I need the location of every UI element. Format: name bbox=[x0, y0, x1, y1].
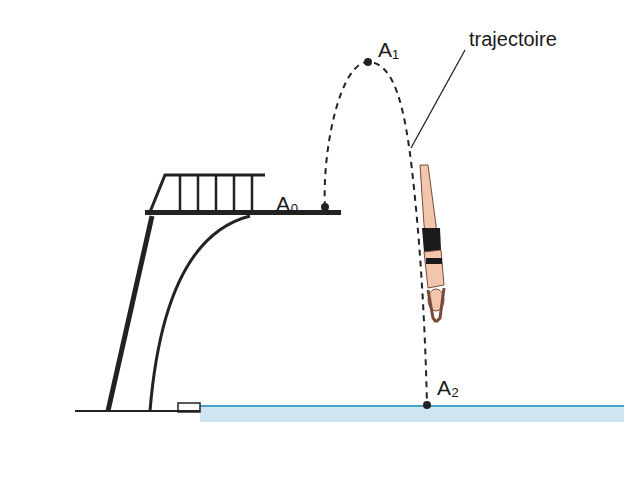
point-a1 bbox=[364, 58, 372, 66]
leader-line bbox=[411, 50, 465, 148]
water-surface bbox=[200, 405, 624, 407]
diving-board bbox=[145, 210, 341, 215]
point-a2 bbox=[423, 401, 431, 409]
trajectory bbox=[325, 62, 427, 405]
callout-label: trajectoire bbox=[469, 28, 557, 50]
board-support bbox=[150, 216, 250, 411]
railing bbox=[150, 175, 265, 212]
railing-bars bbox=[180, 175, 252, 211]
board-leg bbox=[108, 216, 152, 411]
water bbox=[200, 406, 624, 422]
pool-edge bbox=[178, 403, 200, 412]
point-label: A₁ bbox=[378, 38, 399, 61]
point-label: A₀ bbox=[276, 192, 299, 215]
point-label: A₂ bbox=[437, 376, 459, 399]
point-a0 bbox=[321, 203, 329, 211]
diver bbox=[420, 165, 444, 322]
